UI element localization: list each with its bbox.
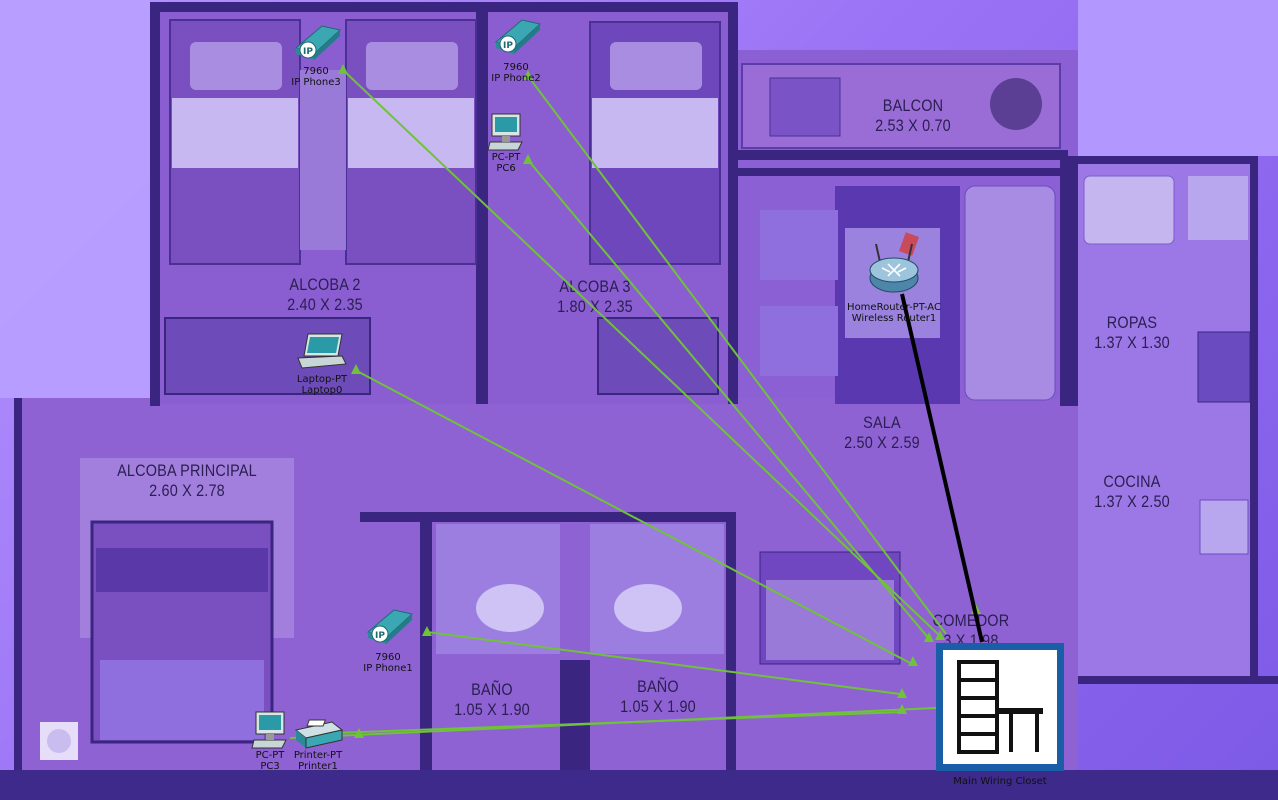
link-router[interactable]: [900, 293, 984, 643]
room-alcoba-2: ALCOBA 2 2.40 X 2.35: [278, 275, 372, 315]
svg-text:IP: IP: [503, 41, 513, 51]
room-name: ROPAS: [1106, 313, 1158, 332]
wireless-router-icon: [869, 232, 919, 293]
link-endpoints: [338, 64, 981, 738]
room-size: 2.53 X 0.70: [875, 116, 951, 135]
room-name: ALCOBA PRINCIPAL: [117, 461, 257, 480]
device-label: 7960 IP Phone3: [278, 66, 354, 88]
svg-text:IP: IP: [303, 47, 313, 57]
device-label: 7960 IP Phone1: [350, 652, 426, 674]
device-model: Printer-PT: [293, 750, 343, 761]
device-name: Laptop0: [301, 385, 343, 396]
svg-text:IP: IP: [375, 631, 385, 641]
room-size: 1.37 X 2.50: [1094, 492, 1170, 511]
room-name: COCINA: [1103, 472, 1161, 491]
device-name: IP Phone2: [491, 73, 541, 84]
device-laptop0[interactable]: Laptop-PT Laptop0: [294, 330, 350, 400]
room-size: 2.50 X 2.59: [844, 433, 920, 452]
laptop-icon: [297, 333, 347, 369]
device-model: PC-PT: [255, 750, 285, 761]
device-model: Laptop-PT: [296, 374, 348, 385]
room-bano-2: BAÑO 1.05 X 1.90: [611, 677, 705, 717]
device-model: PC-PT: [491, 152, 521, 163]
printer-icon: [294, 719, 344, 749]
device-label: Laptop-PT Laptop0: [282, 374, 362, 396]
link-laptop0[interactable]: [354, 369, 913, 665]
room-name: BAÑO: [637, 677, 679, 696]
wiring-closet-icon: [943, 650, 1057, 764]
device-printer1[interactable]: Printer-PT Printer1: [292, 718, 344, 780]
link-phone1[interactable]: [426, 631, 901, 695]
ip-phone-icon: IP: [494, 19, 542, 54]
device-ip-phone2[interactable]: IP 7960 IP Phone2: [488, 16, 544, 86]
link-pc6[interactable]: [527, 159, 931, 641]
device-label: PC-PT PC6: [468, 152, 544, 174]
room-size: 1.05 X 1.90: [620, 697, 696, 716]
room-size: 1.80 X 2.35: [557, 297, 633, 316]
room-size: 1.05 X 1.90: [454, 700, 530, 719]
pc-icon: [251, 711, 287, 749]
device-label: Printer-PT Printer1: [278, 750, 358, 772]
device-label: PC-PT PC3: [232, 750, 308, 772]
room-sala: SALA 2.50 X 2.59: [835, 413, 929, 453]
device-name: Wireless Router1: [851, 313, 937, 324]
device-model: 7960: [375, 652, 401, 663]
device-wireless-router1[interactable]: HomeRouter-PT-AC Wireless Router1: [847, 232, 941, 324]
link-phone3[interactable]: [342, 69, 941, 637]
rack-icon: [957, 660, 1043, 754]
room-name: SALA: [863, 413, 901, 432]
ip-phone-icon: IP: [294, 25, 342, 60]
room-name: COMEDOR: [932, 611, 1010, 630]
pc-icon: [487, 113, 523, 151]
room-ropas: ROPAS 1.37 X 1.30: [1085, 313, 1179, 353]
ip-phone-icon: IP: [366, 609, 414, 644]
link-printer1[interactable]: [334, 711, 903, 734]
room-name: BALCON: [882, 96, 944, 115]
device-name: PC3: [260, 761, 280, 772]
device-name: IP Phone1: [363, 663, 413, 674]
room-size: 2.60 X 2.78: [149, 481, 225, 500]
room-size: 1.37 X 1.30: [1094, 333, 1170, 352]
room-size: 2.40 X 2.35: [287, 295, 363, 314]
device-ip-phone3[interactable]: IP 7960 IP Phone3: [288, 22, 344, 92]
device-label: 7960 IP Phone2: [478, 62, 554, 84]
room-name: ALCOBA 2: [289, 275, 361, 294]
main-wiring-closet[interactable]: [936, 643, 1064, 771]
device-model: 7960: [503, 62, 529, 73]
device-name: Printer1: [298, 761, 338, 772]
closet-label: Main Wiring Closet: [953, 776, 1047, 787]
device-model: HomeRouter-PT-AC: [847, 302, 941, 313]
device-pc3[interactable]: PC-PT PC3: [250, 710, 290, 776]
link-phone2[interactable]: [527, 75, 947, 635]
room-balcon: BALCON 2.53 X 0.70: [866, 96, 960, 136]
room-name: BAÑO: [471, 680, 513, 699]
room-bano-1: BAÑO 1.05 X 1.90: [445, 680, 539, 720]
device-name: PC6: [496, 163, 516, 174]
room-alcoba-principal: ALCOBA PRINCIPAL 2.60 X 2.78: [106, 461, 268, 501]
device-ip-phone1[interactable]: IP 7960 IP Phone1: [360, 606, 416, 678]
room-cocina: COCINA 1.37 X 2.50: [1085, 472, 1179, 512]
device-model: 7960: [303, 66, 329, 77]
device-name: IP Phone3: [291, 77, 341, 88]
device-label: HomeRouter-PT-AC Wireless Router1: [836, 302, 952, 324]
device-pc6[interactable]: PC-PT PC6: [486, 112, 526, 178]
